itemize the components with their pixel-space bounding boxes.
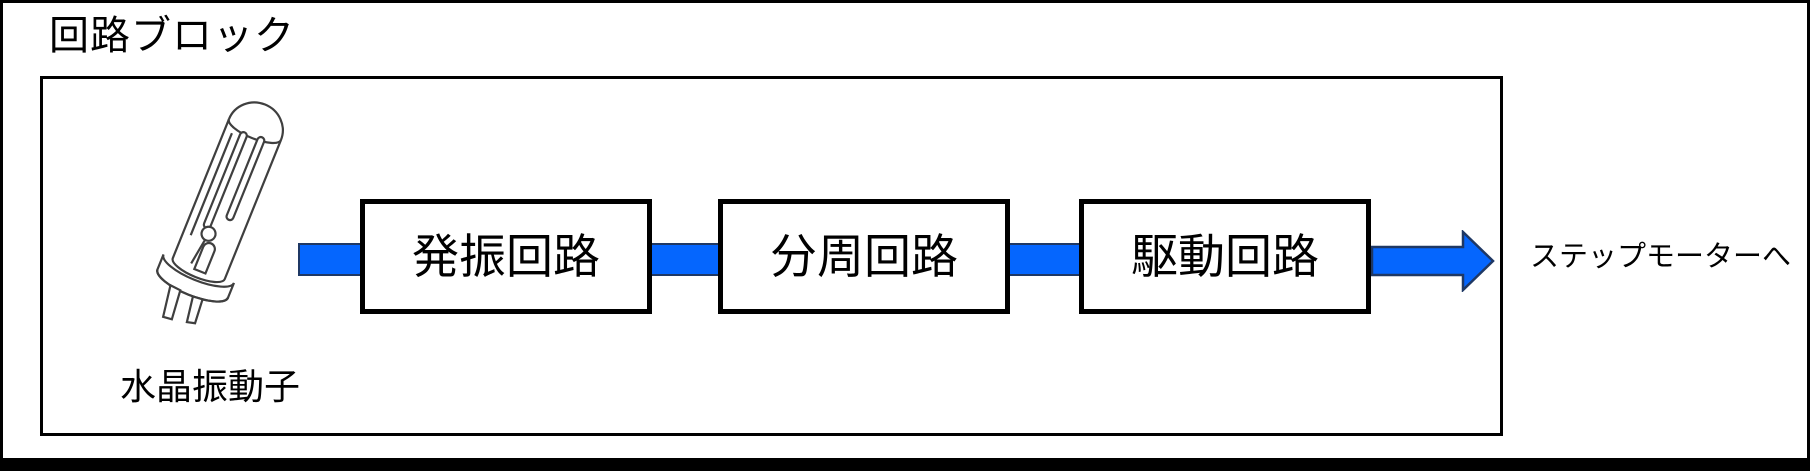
block-label: 発振回路	[412, 230, 600, 283]
connector-bar-oscillator-to-divider	[647, 243, 720, 276]
output-arrow-icon	[1371, 230, 1495, 292]
crystal-oscillator-icon	[156, 101, 284, 325]
diagram-title: 回路ブロック	[49, 14, 295, 58]
block-label: 分周回路	[770, 230, 958, 283]
block-label: 駆動回路	[1131, 230, 1319, 283]
circuit-panel: 水晶振動子 発振回路 分周回路 駆動回路	[40, 76, 1503, 436]
connector-bar-crystal-to-oscillator	[298, 243, 364, 276]
connector-bar-divider-to-driver	[1005, 243, 1082, 276]
block-divider-circuit: 分周回路	[718, 199, 1010, 314]
bottom-border	[3, 458, 1807, 468]
block-oscillator-circuit: 発振回路	[360, 199, 652, 314]
output-label: ステップモーターへ	[1530, 241, 1792, 273]
block-driver-circuit: 駆動回路	[1079, 199, 1371, 314]
crystal-label: 水晶振動子	[120, 366, 301, 407]
